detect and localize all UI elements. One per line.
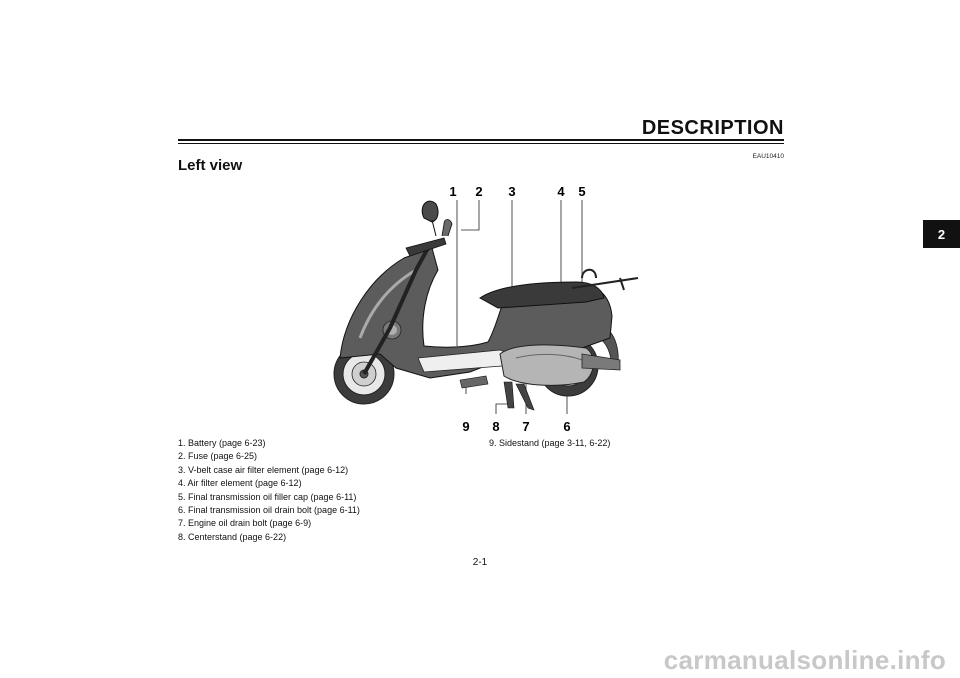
callout-3: 3 xyxy=(508,184,515,199)
legend-item: 7. Engine oil drain bolt (page 6-9) xyxy=(178,518,312,529)
header-rule-thick xyxy=(178,139,784,141)
legend-item: 2. Fuse (page 6-25) xyxy=(178,451,258,462)
callout-4: 4 xyxy=(557,184,565,199)
legend-item: 3. V-belt case air filter element (page … xyxy=(178,464,349,475)
legend-item: 5. Final transmission oil filler cap (pa… xyxy=(178,491,357,502)
vbelt-case xyxy=(499,344,594,386)
carrier-rack xyxy=(571,268,639,291)
legend-item: 6. Final transmission oil drain bolt (pa… xyxy=(178,505,360,516)
callout-8: 8 xyxy=(492,419,499,434)
mirror xyxy=(421,200,439,237)
legend-item: 1. Battery (page 6-23) xyxy=(178,438,266,448)
callout-2: 2 xyxy=(475,184,482,199)
legend-list-right: 9. Sidestand (page 3-11, 6-22) xyxy=(489,437,610,450)
reference-code: EAU10410 xyxy=(752,153,784,160)
sidestand xyxy=(515,383,535,411)
front-fork xyxy=(362,247,430,375)
callout-5: 5 xyxy=(578,184,585,199)
page-number: 2-1 xyxy=(472,557,488,568)
watermark[interactable]: carmanualsonline.info xyxy=(663,645,946,675)
callout-1: 1 xyxy=(449,184,456,199)
section-title: Left view xyxy=(178,157,243,174)
legend-list-left: 1. Battery (page 6-23) 2. Fuse (page 6-2… xyxy=(178,437,360,544)
callout-7: 7 xyxy=(522,419,529,434)
chapter-tab[interactable]: 2 xyxy=(923,220,960,248)
callout-9: 9 xyxy=(462,419,469,434)
muffler xyxy=(581,353,621,371)
handlebar xyxy=(405,237,447,257)
callout-6: 6 xyxy=(563,419,570,434)
header-rule-thin xyxy=(178,143,784,144)
legend-item: 4. Air filter element (page 6-12) xyxy=(178,478,302,489)
page-title: DESCRIPTION xyxy=(641,117,784,139)
legend-item: 9. Sidestand (page 3-11, 6-22) xyxy=(489,438,611,448)
scooter-illustration: 1 2 3 4 5 9 8 7 6 xyxy=(333,184,639,434)
legend-item: 8. Centerstand (page 6-22) xyxy=(178,531,287,542)
centerstand xyxy=(503,381,515,409)
front-wheel xyxy=(333,343,395,405)
